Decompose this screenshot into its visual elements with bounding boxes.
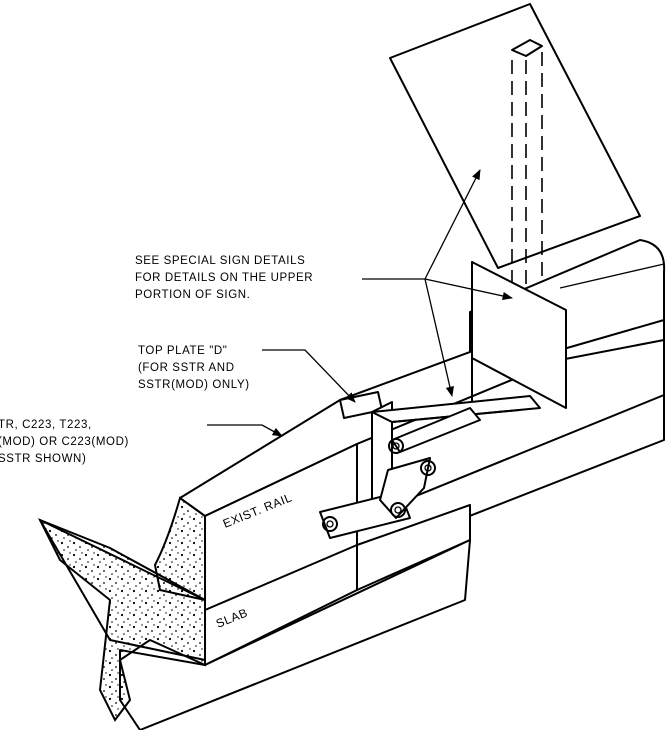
note-special-sign-line-2: FOR DETAILS ON THE UPPER <box>135 272 313 284</box>
leader-lines <box>207 169 514 437</box>
note-top-plate-line-2: (FOR SSTR AND <box>138 362 235 374</box>
mounting-bracket <box>319 261 567 539</box>
note-rail-types: TR, C223, T223, (MOD) OR C223(MOD) SSTR … <box>0 419 129 465</box>
note-top-plate: TOP PLATE "D" (FOR SSTR AND SSTR(MOD) ON… <box>138 345 250 391</box>
note-rail-types-line-3: SSTR SHOWN) <box>0 453 86 465</box>
note-special-sign-line-1: SEE SPECIAL SIGN DETAILS <box>135 255 305 267</box>
note-rail-types-line-2: (MOD) OR C223(MOD) <box>0 436 129 448</box>
concrete-cut-face <box>37 496 206 722</box>
note-special-sign-line-3: PORTION OF SIGN. <box>135 289 250 301</box>
sign-panel <box>389 3 641 269</box>
note-special-sign: SEE SPECIAL SIGN DETAILS FOR DETAILS ON … <box>135 255 313 301</box>
note-top-plate-line-1: TOP PLATE "D" <box>138 345 227 357</box>
note-rail-types-line-1: TR, C223, T223, <box>0 419 92 431</box>
note-top-plate-line-3: SSTR(MOD) ONLY) <box>138 379 250 391</box>
